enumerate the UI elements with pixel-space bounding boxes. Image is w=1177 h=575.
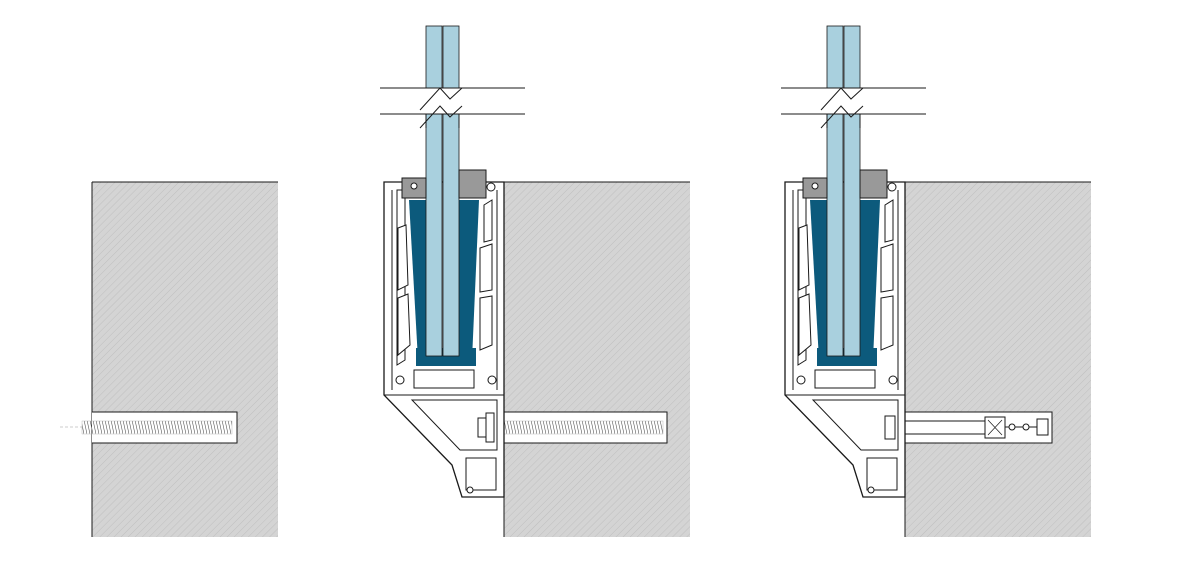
glazing-wedge (860, 200, 880, 360)
glazing-wedge (409, 200, 426, 360)
nut (485, 412, 495, 443)
panel-drilled-hole (60, 181, 278, 537)
glass-pane (781, 25, 926, 357)
bolt-head (884, 415, 896, 440)
concrete-hatch (92, 182, 278, 537)
panel-anchor-bolt-mount (781, 25, 1091, 537)
glazing-wedge (810, 200, 827, 360)
threaded-rod (484, 420, 664, 435)
panel-bonded-rod-mount (380, 25, 690, 537)
expansion-anchor (899, 416, 1049, 439)
threaded-rod (81, 420, 233, 435)
gasket (859, 169, 888, 199)
gasket (458, 169, 487, 199)
glazing-wedge (459, 200, 479, 360)
